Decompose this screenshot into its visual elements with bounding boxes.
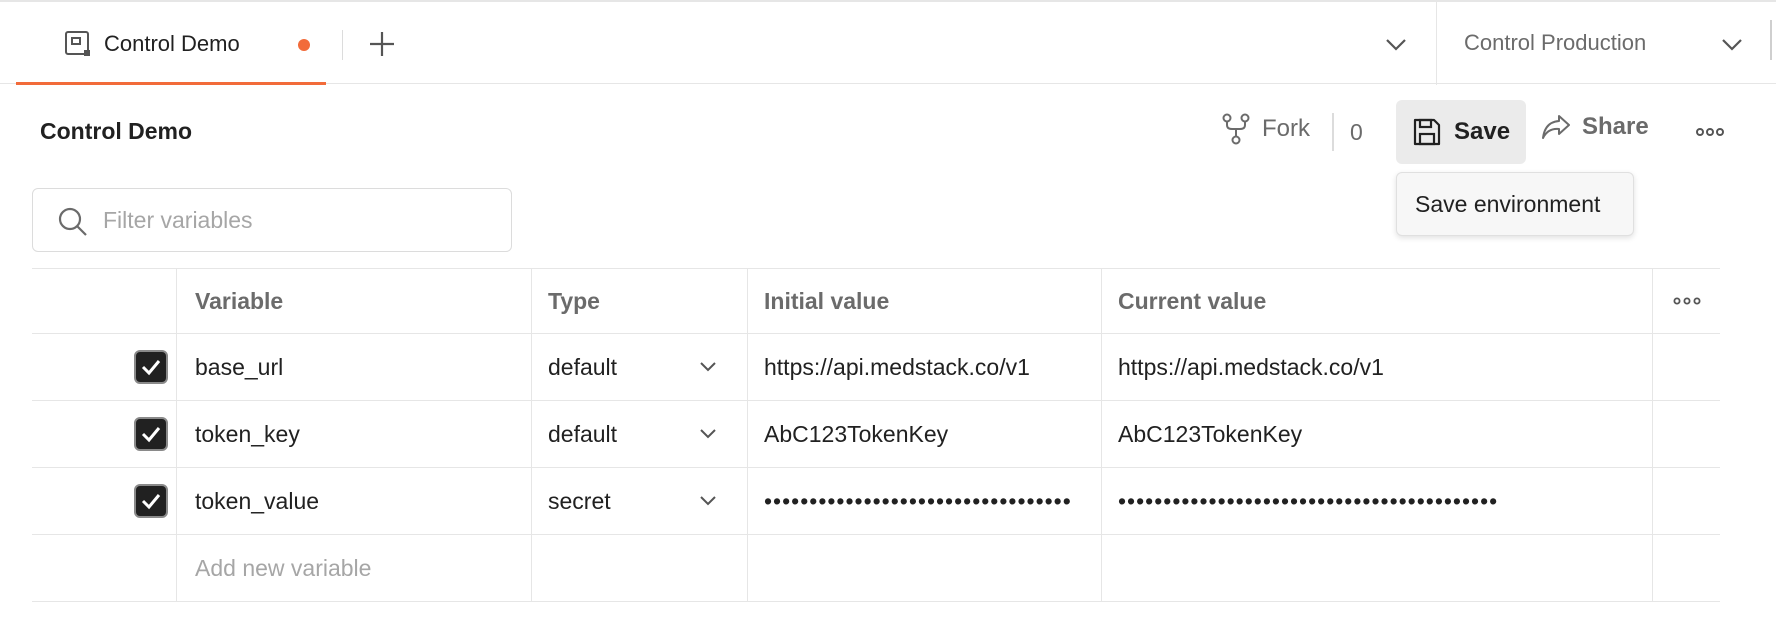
- type-value: default: [548, 420, 618, 447]
- row-checkbox-cell: [32, 535, 177, 601]
- fork-divider: [1332, 113, 1334, 151]
- masked-initial-value: ••••••••••••••••••••••••••••••••••: [764, 487, 1072, 514]
- enabled-checkbox[interactable]: [134, 350, 168, 384]
- environment-divider: [1436, 2, 1437, 85]
- table-header: Variable Type Initial value Current valu…: [32, 269, 1720, 334]
- type-select[interactable]: secret: [548, 488, 718, 515]
- row-checkbox-cell: [32, 468, 177, 534]
- type-value: secret: [548, 487, 611, 514]
- chevron-down-icon: [700, 362, 716, 372]
- fork-button[interactable]: Fork: [1220, 112, 1310, 146]
- masked-current-value: ••••••••••••••••••••••••••••••••••••••••…: [1118, 487, 1499, 514]
- header-checkbox-column: [32, 269, 177, 333]
- share-arrow-icon: [1542, 115, 1570, 139]
- row-options-cell: [1653, 334, 1720, 400]
- unsaved-indicator: [298, 39, 310, 51]
- save-label: Save: [1454, 118, 1511, 145]
- current-value-cell[interactable]: ••••••••••••••••••••••••••••••••••••••••…: [1102, 468, 1653, 534]
- variable-name-cell[interactable]: token_key: [177, 401, 532, 467]
- type-cell[interactable]: default: [532, 401, 748, 467]
- share-button[interactable]: Share: [1540, 112, 1649, 142]
- initial-value-cell[interactable]: AbC123TokenKey: [748, 401, 1102, 467]
- add-variable-row: Add new variable: [32, 535, 1720, 602]
- fork-icon: [1222, 113, 1250, 145]
- page-title: Control Demo: [40, 118, 193, 144]
- chevron-down-icon[interactable]: [1380, 30, 1412, 58]
- row-options-cell: [1653, 401, 1720, 467]
- column-options[interactable]: [1653, 269, 1720, 333]
- environment-icon: [65, 31, 90, 56]
- enabled-checkbox[interactable]: [134, 417, 168, 451]
- type-cell[interactable]: default: [532, 334, 748, 400]
- filter-input[interactable]: [103, 206, 483, 234]
- search-icon: [58, 207, 87, 236]
- row-options-cell: [1653, 535, 1720, 601]
- table-row: base_url default https://api.medstack.co…: [32, 334, 1720, 401]
- chevron-down-icon: [700, 429, 716, 439]
- type-cell: [532, 535, 748, 601]
- window-edge: [1770, 20, 1772, 60]
- initial-value-cell[interactable]: https://api.medstack.co/v1: [748, 334, 1102, 400]
- tab-label: Control Demo: [104, 31, 240, 56]
- row-checkbox-cell: [32, 401, 177, 467]
- add-new-variable-input[interactable]: Add new variable: [177, 535, 532, 601]
- column-header-current-value: Current value: [1102, 269, 1653, 333]
- current-value-cell: [1102, 535, 1653, 601]
- column-header-variable: Variable: [177, 269, 532, 333]
- initial-value-cell: [748, 535, 1102, 601]
- type-value: default: [548, 353, 618, 380]
- checkmark-icon: [141, 494, 161, 510]
- column-header-type: Type: [532, 269, 748, 333]
- table-row: token_value secret •••••••••••••••••••••…: [32, 468, 1720, 535]
- row-checkbox-cell: [32, 334, 177, 400]
- tab-control-demo[interactable]: [16, 2, 326, 85]
- filter-box: [32, 188, 512, 252]
- fork-label: Fork: [1262, 115, 1310, 142]
- chevron-down-icon: [700, 496, 716, 506]
- variables-table: Variable Type Initial value Current valu…: [32, 268, 1720, 602]
- type-cell[interactable]: secret: [532, 468, 748, 534]
- fork-count[interactable]: 0: [1350, 119, 1363, 145]
- tab-divider: [342, 30, 343, 60]
- ellipsis-icon[interactable]: [1694, 120, 1726, 144]
- initial-value-cell[interactable]: ••••••••••••••••••••••••••••••••••: [748, 468, 1102, 534]
- type-select[interactable]: default: [548, 354, 718, 381]
- variable-name-cell[interactable]: base_url: [177, 334, 532, 400]
- type-select[interactable]: default: [548, 421, 718, 448]
- chevron-down-icon[interactable]: [1718, 30, 1746, 58]
- save-tooltip: Save environment: [1396, 172, 1634, 236]
- checkmark-icon: [141, 360, 161, 376]
- plus-icon[interactable]: [366, 28, 398, 60]
- variable-name-cell[interactable]: token_value: [177, 468, 532, 534]
- enabled-checkbox[interactable]: [134, 484, 168, 518]
- row-options-cell: [1653, 468, 1720, 534]
- ellipsis-icon: [1673, 297, 1700, 305]
- current-value-cell[interactable]: https://api.medstack.co/v1: [1102, 334, 1653, 400]
- checkmark-icon: [141, 427, 161, 443]
- share-label: Share: [1582, 113, 1649, 140]
- save-button[interactable]: Save: [1396, 100, 1526, 164]
- environment-selector[interactable]: Control Production: [1464, 30, 1647, 55]
- table-row: token_key default AbC123TokenKey AbC123T…: [32, 401, 1720, 468]
- floppy-disk-icon: [1413, 118, 1441, 146]
- column-header-initial-value: Initial value: [748, 269, 1102, 333]
- current-value-cell[interactable]: AbC123TokenKey: [1102, 401, 1653, 467]
- tab-bar: Control Demo Control Production: [0, 0, 1776, 85]
